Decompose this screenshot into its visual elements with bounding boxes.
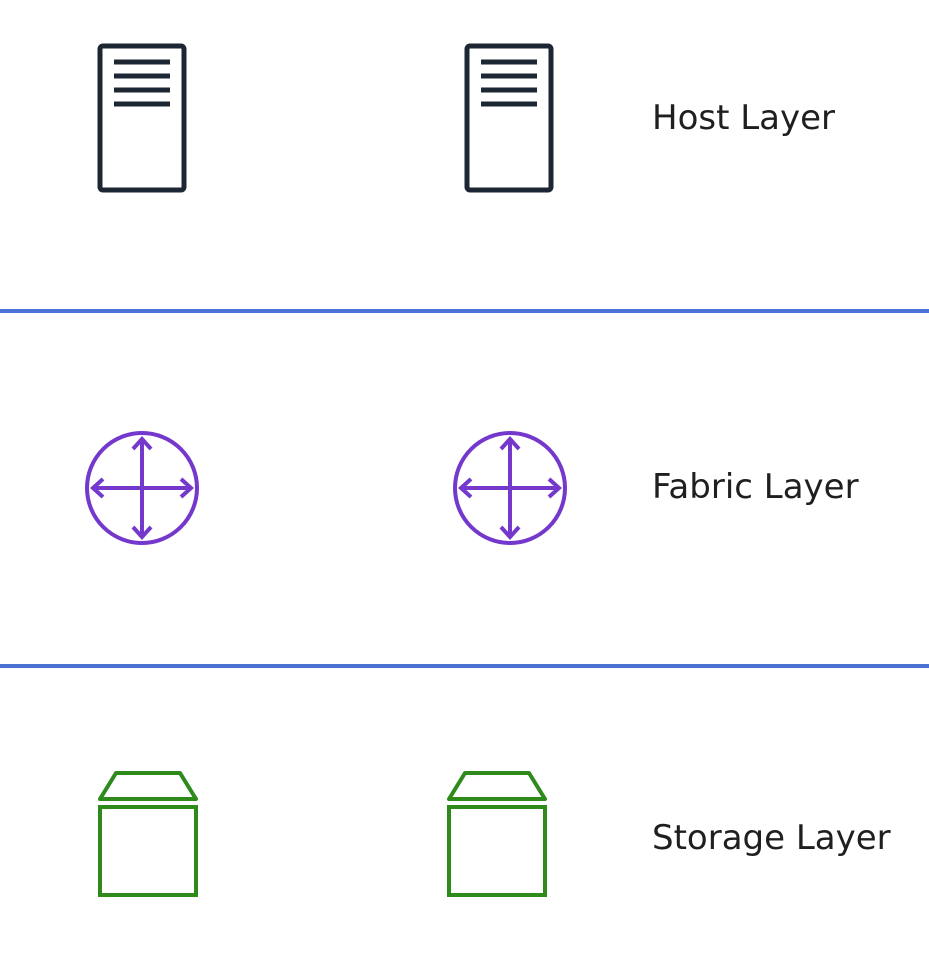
host-layer: Host Layer — [0, 0, 929, 308]
storage-layer-label: Storage Layer — [652, 818, 891, 858]
storage-icon — [98, 771, 198, 897]
divider-fabric-storage — [0, 664, 929, 668]
fabric-layer-label: Fabric Layer — [652, 467, 859, 507]
storage-layer: Storage Layer — [0, 668, 929, 956]
divider-host-fabric — [0, 309, 929, 313]
host-layer-label: Host Layer — [652, 98, 836, 138]
storage-icon — [447, 771, 547, 897]
server-icon — [464, 43, 554, 193]
fabric-layer: Fabric Layer — [0, 313, 929, 663]
server-icon — [97, 43, 187, 193]
fabric-switch-icon — [453, 431, 567, 545]
fabric-switch-icon — [85, 431, 199, 545]
